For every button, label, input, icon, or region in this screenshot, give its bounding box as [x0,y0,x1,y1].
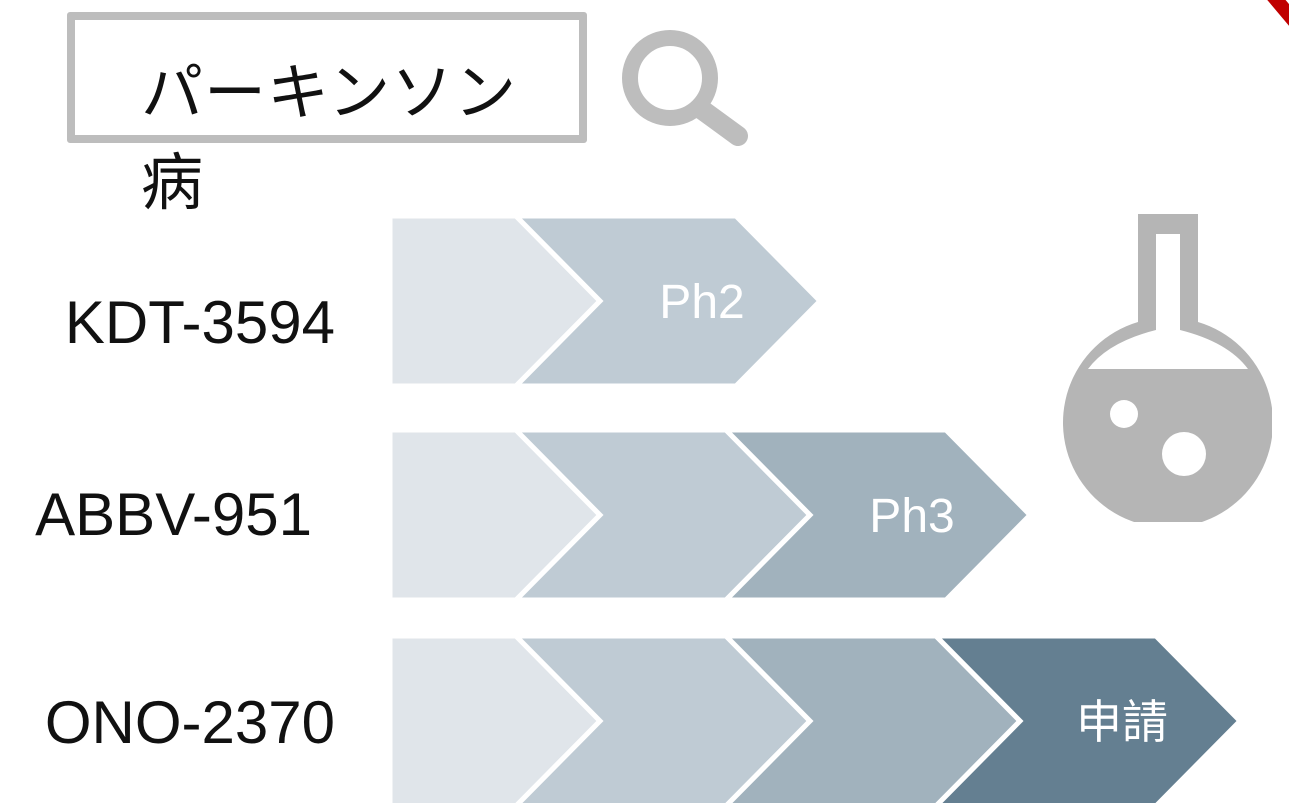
drug-label: ABBV-951 [35,481,312,548]
pipeline-stage-chevron [720,427,1034,603]
flask-icon [1052,212,1273,528]
pipeline-stage-chevron [930,633,1244,803]
search-input[interactable]: パーキンソン病 [67,12,587,219]
search-icon[interactable] [618,26,758,151]
pipeline-stage-label: 申請 [1076,695,1168,749]
pipeline-stage-label: Ph2 [659,276,744,329]
pipeline-stage-label: Ph3 [869,490,954,543]
pipeline-stage-chevron [510,213,824,389]
corner-accent-mark [1240,0,1289,55]
search-query-text: パーキンソン病 [141,56,518,219]
drug-label: KDT-3594 [64,289,335,356]
drug-label: ONO-2370 [44,689,335,756]
